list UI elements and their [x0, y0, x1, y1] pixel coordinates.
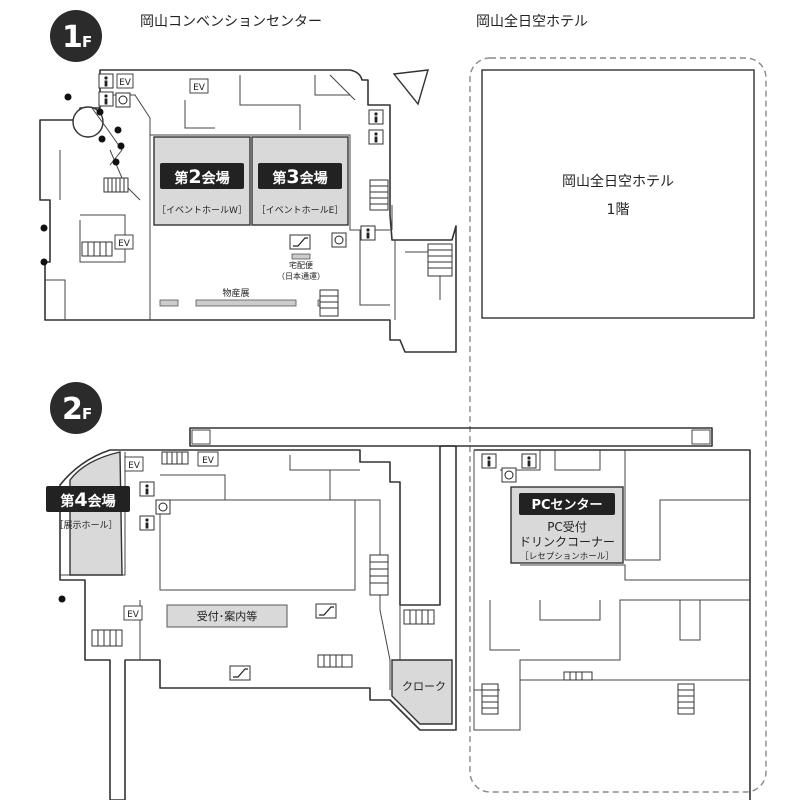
drink-corner-label: ドリンクコーナー — [519, 535, 615, 549]
elevator-icon: EV — [116, 73, 134, 89]
delivery-company: （日本通運） — [277, 271, 325, 281]
svg-text:EV: EV — [202, 456, 215, 466]
pc-center-title: PCセンター — [531, 498, 602, 513]
stairs-icon — [677, 683, 695, 715]
hotel-area-floor: 1階 — [607, 202, 630, 218]
delivery-label: 宅配便 — [289, 260, 313, 270]
stairs-icon — [481, 683, 499, 715]
atrium-circle — [72, 106, 104, 138]
svg-text:EV: EV — [127, 610, 140, 620]
floor-suffix: F — [82, 33, 92, 51]
wheelchair-icon — [115, 92, 131, 108]
svg-text:［展示ホール］: ［展示ホール］ — [54, 520, 117, 531]
restroom-icon — [98, 73, 114, 107]
wheelchair-icon — [155, 499, 171, 515]
ramp-edge — [91, 107, 123, 166]
stairs-icon — [427, 243, 453, 277]
delivery-counter — [291, 253, 311, 260]
stairs-icon — [103, 177, 129, 193]
stairs-icon — [403, 609, 435, 625]
stairs-icon — [81, 241, 113, 257]
svg-text:［イベントホールE］: ［イベントホールE］ — [257, 205, 344, 216]
restroom-icon — [139, 481, 155, 531]
svg-text:［イベントホールW］: ［イベントホールW］ — [157, 205, 247, 216]
floor-suffix: F — [82, 405, 92, 423]
hall-3-label: 第3会場 ［イベントホールE］ — [257, 163, 344, 216]
floor-number: 1 — [62, 20, 83, 55]
hotel-boundary — [469, 57, 767, 793]
entrance-dots — [40, 93, 125, 266]
restroom-icon — [481, 453, 537, 469]
escalator-icon — [315, 603, 337, 619]
elevator-icon: EV — [189, 78, 209, 94]
product-stalls — [159, 299, 337, 307]
hotel-1f-area[interactable] — [481, 69, 755, 319]
floor-badge-2f: 2 F — [50, 382, 102, 434]
entrance-dot — [58, 595, 66, 603]
hall-4[interactable] — [69, 451, 123, 576]
hall-4-label: 第4会場 ［展示ホール］ — [46, 486, 130, 531]
svg-text:第3会場: 第3会場 — [272, 166, 327, 188]
building-label-convention-center: 岡山コンベンションセンター — [140, 14, 322, 30]
stairs-icon — [91, 629, 123, 647]
escalator-icon — [289, 234, 311, 250]
floor-badge-1f: 1 F — [50, 10, 102, 62]
reception-hall-label: ［レセプションホール］ — [520, 552, 614, 562]
restroom-icon — [360, 225, 376, 241]
cloakroom-label: クローク — [402, 680, 446, 693]
building-label-hotel: 岡山全日空ホテル — [476, 13, 588, 30]
elevator-icon: EV — [197, 451, 219, 467]
svg-text:EV: EV — [118, 239, 131, 249]
svg-text:第4会場: 第4会場 — [60, 489, 115, 511]
svg-text:EV: EV — [128, 461, 141, 471]
elevator-icon: EV — [114, 234, 134, 250]
wheelchair-icon — [501, 467, 517, 483]
svg-text:EV: EV — [119, 78, 132, 88]
stairs-icon — [563, 671, 593, 681]
hotel-area-label: 岡山全日空ホテル — [562, 173, 674, 190]
pc-reception-label: PC受付 — [547, 520, 587, 534]
stairs-icon — [369, 179, 389, 211]
entrance-marker — [392, 69, 429, 106]
stairs-icon — [369, 554, 389, 596]
escalator-icon — [229, 665, 251, 681]
svg-text:第2会場: 第2会場 — [174, 166, 229, 188]
bridge-corridor — [189, 427, 713, 447]
reception-label: 受付･案内等 — [197, 609, 258, 623]
cloakroom[interactable] — [391, 659, 453, 725]
pc-center-badge — [519, 493, 615, 515]
stairs-icon — [317, 654, 353, 668]
stairs-icon — [319, 289, 339, 317]
wheelchair-icon — [331, 232, 347, 248]
stairs-icon — [161, 451, 189, 465]
products-label: 物産展 — [222, 287, 249, 299]
floor-number: 2 — [62, 392, 83, 427]
hall-2-label: 第2会場 ［イベントホールW］ — [157, 163, 247, 216]
elevator-icon: EV — [123, 605, 143, 621]
svg-text:EV: EV — [193, 83, 206, 93]
restroom-icon — [368, 109, 384, 145]
reception-counter[interactable] — [166, 604, 288, 628]
elevator-icon: EV — [124, 456, 144, 472]
